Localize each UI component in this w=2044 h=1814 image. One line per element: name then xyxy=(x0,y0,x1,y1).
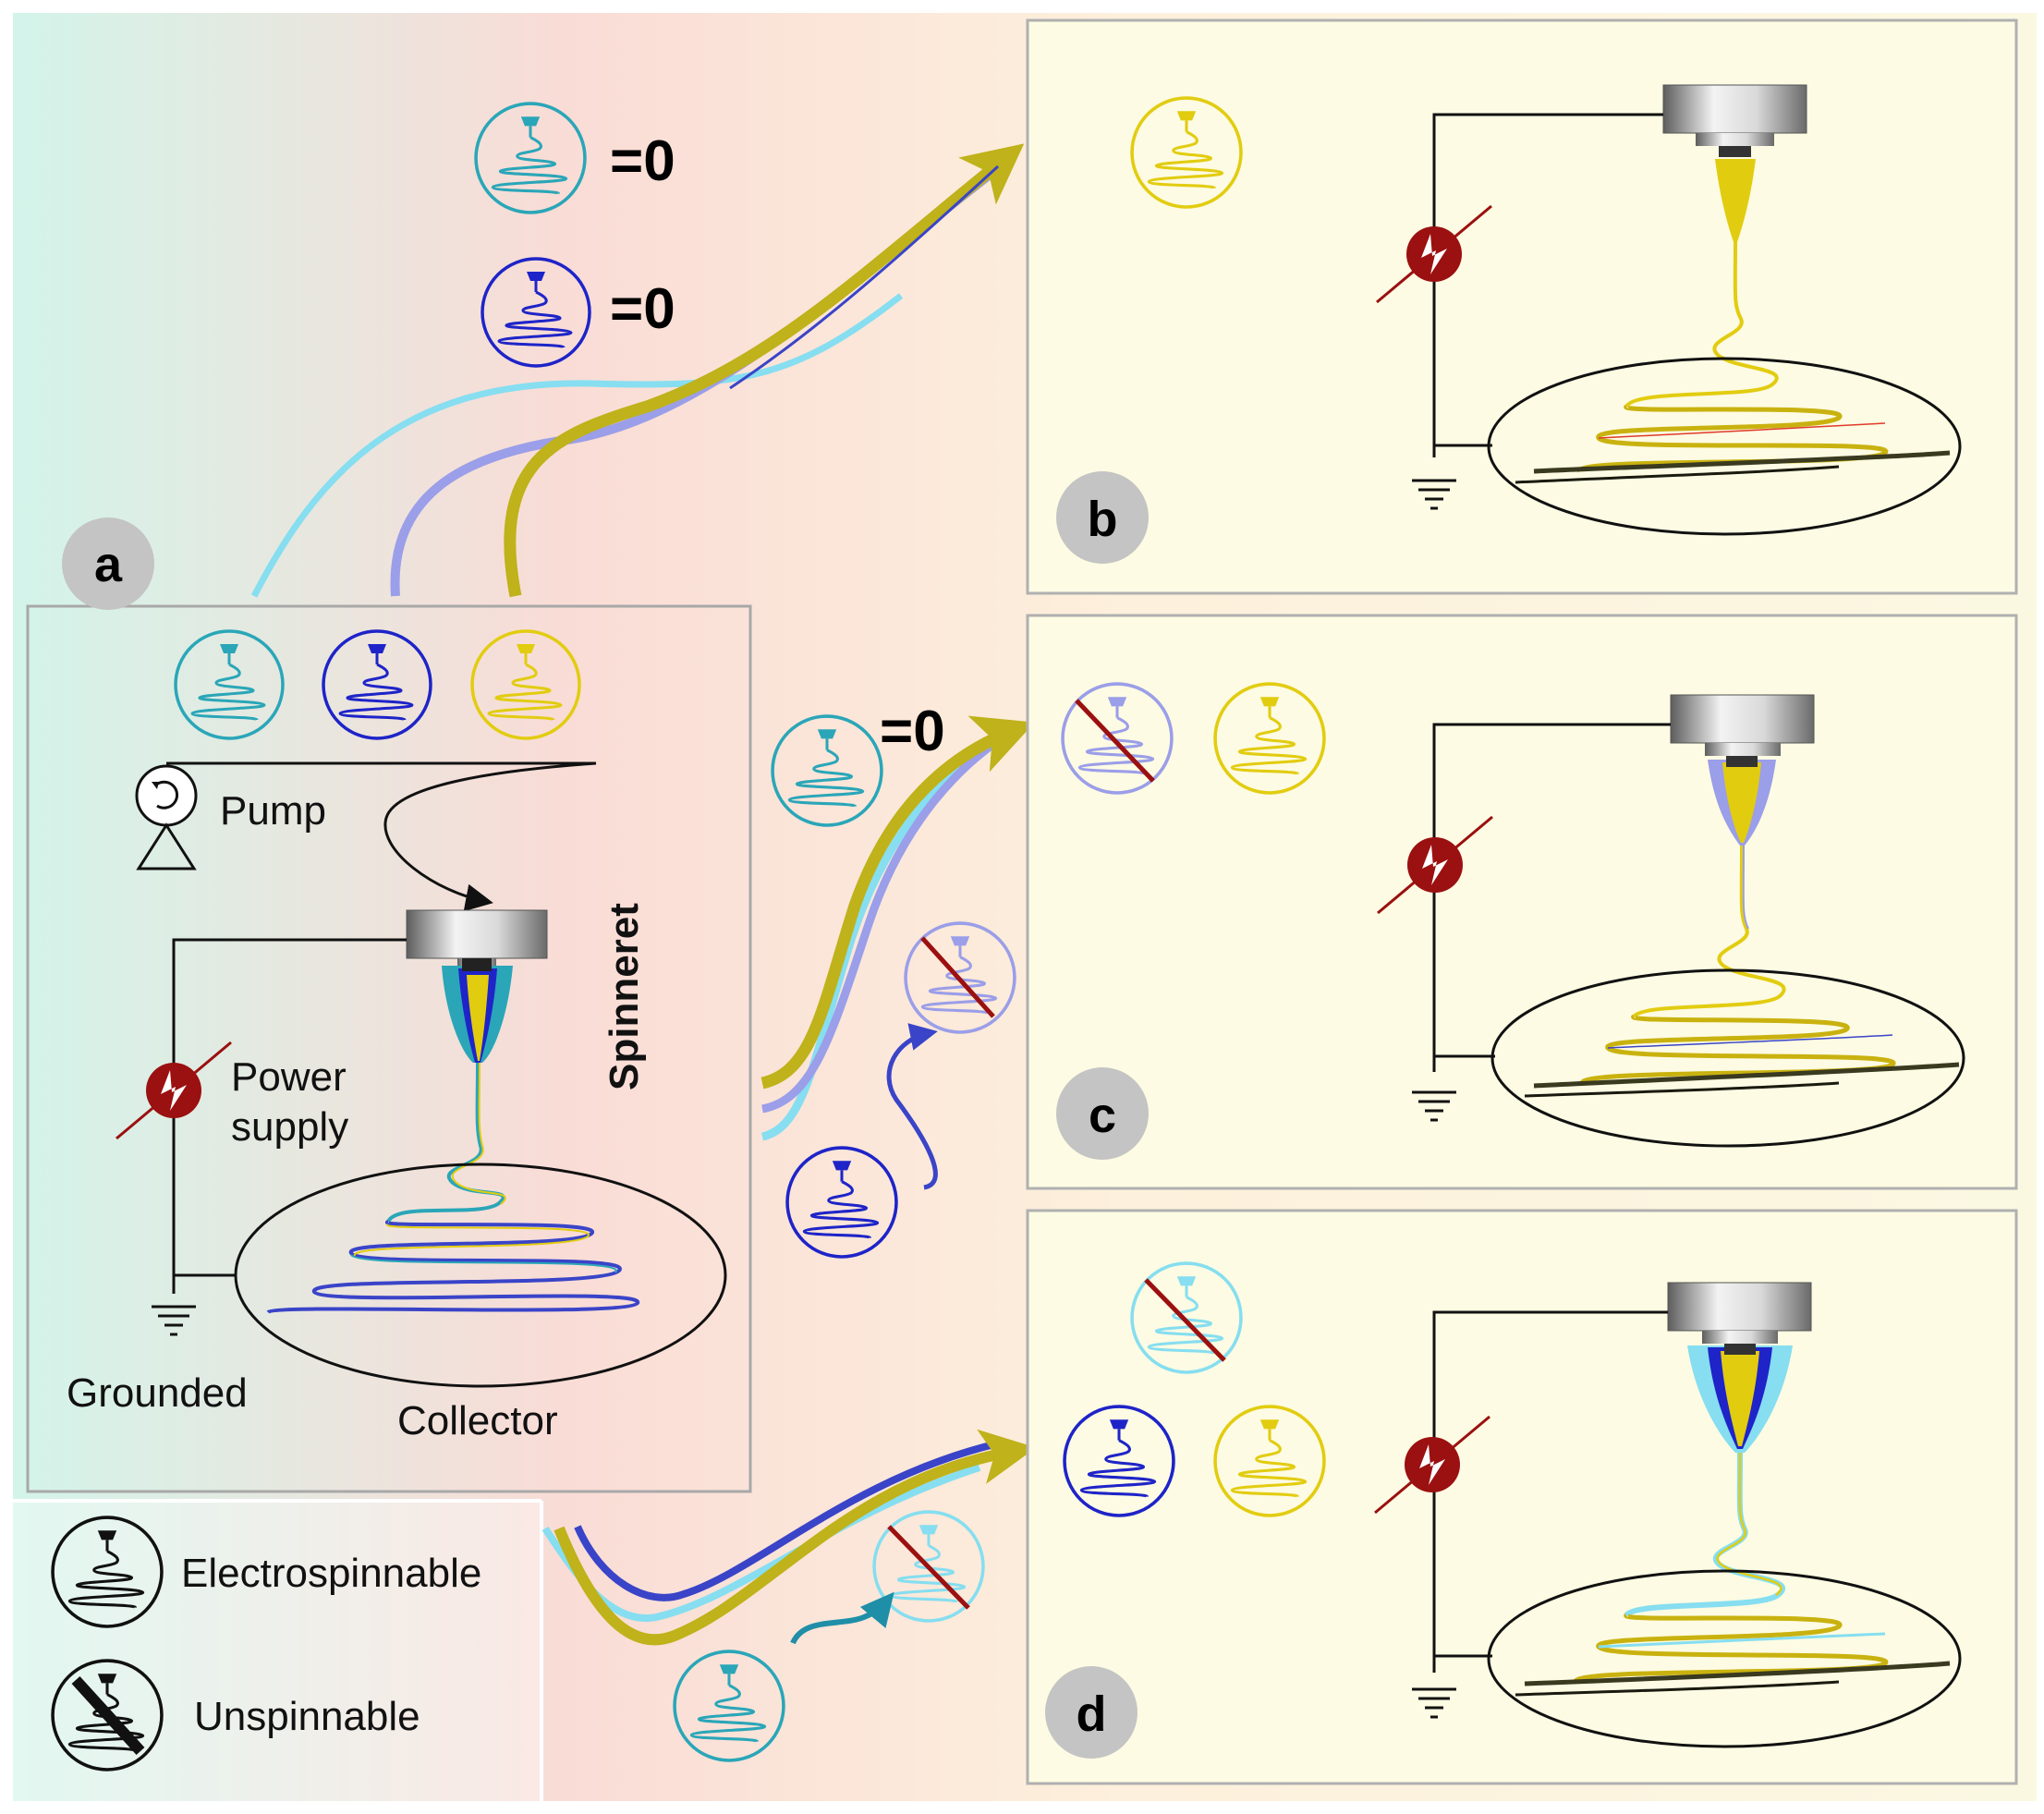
flow-to-panel-b xyxy=(250,143,1025,598)
collector-ellipse xyxy=(234,1163,727,1388)
cyan-conversion-arrow xyxy=(790,1591,894,1645)
panel-b: b xyxy=(1026,18,2018,595)
pump-label: Pump xyxy=(220,788,326,834)
power-label-line2: supply xyxy=(231,1104,348,1150)
panel-d-collector xyxy=(1487,1569,1962,1748)
collector-label: Collector xyxy=(397,1398,558,1443)
jet-yellow xyxy=(451,1062,506,1205)
panel-d-fiber-mat xyxy=(1515,1613,1951,1697)
panel-c-frame xyxy=(1026,614,2018,1190)
spinneret-nozzle xyxy=(406,909,548,1063)
panel-b-nozzle xyxy=(1662,84,1807,242)
panel-d: d xyxy=(1026,1209,2018,1785)
flow-to-panel-c xyxy=(760,715,1035,1141)
panel-d-badge xyxy=(1045,1666,1138,1759)
unspinnable-lavender-icon-flow xyxy=(904,921,1016,1034)
panel-b-badge-label: b xyxy=(1088,492,1118,547)
legend-electrospinnable: Electrospinnable xyxy=(181,1551,481,1596)
panel-a: Pump Spinneret Power supply Grounded Co xyxy=(26,517,752,1493)
panel-c-unspinnable-lavender-icon xyxy=(1061,682,1174,795)
panel-d-wire xyxy=(1432,1310,1668,1673)
fiber-mat xyxy=(266,1220,640,1314)
pump-icon xyxy=(135,764,198,870)
feed-arrow xyxy=(383,761,597,912)
flow-to-panel-d xyxy=(541,1429,1037,1646)
panel-c-nozzle xyxy=(1670,694,1815,846)
panel-c-wire xyxy=(1432,723,1671,1072)
panel-c-badge xyxy=(1056,1067,1149,1160)
panel-c-badge-label: c xyxy=(1089,1088,1116,1143)
panel-b-fiber-mat xyxy=(1515,404,1951,484)
panel-b-collector xyxy=(1487,357,1962,536)
unspinnable-light-cyan-icon-flow xyxy=(872,1510,985,1623)
panel-a-badge-label: a xyxy=(94,537,123,592)
panel-c-fiber-mat xyxy=(1524,1014,1960,1098)
panel-c: c xyxy=(1026,614,2018,1190)
panel-d-nozzle xyxy=(1667,1282,1812,1453)
blue-conversion-arrow xyxy=(886,1023,938,1190)
circuit-wire xyxy=(172,938,407,1294)
grounded-label: Grounded xyxy=(67,1370,248,1416)
panel-b-frame xyxy=(1026,18,2018,595)
panel-d-frame xyxy=(1026,1209,2018,1785)
power-label-line1: Power xyxy=(231,1054,347,1100)
panel-b-badge xyxy=(1056,471,1149,564)
unspinnable-icon xyxy=(51,1659,164,1771)
eq-zero-middle: =0 xyxy=(880,700,945,763)
panel-b-jet xyxy=(1624,241,1779,408)
spinneret-label: Spinneret xyxy=(602,903,647,1090)
jet-cyan xyxy=(386,1062,505,1224)
panel-d-unspinnable-light-cyan-icon xyxy=(1130,1261,1243,1374)
panel-b-wire xyxy=(1432,113,1663,457)
legend: Electrospinnable Unspinnable xyxy=(13,1499,543,1801)
eq-zero-top-2: =0 xyxy=(610,277,675,341)
panel-a-badge xyxy=(62,517,154,610)
eq-zero-top-1: =0 xyxy=(610,129,675,193)
legend-unspinnable: Unspinnable xyxy=(194,1694,420,1739)
panel-d-badge-label: d xyxy=(1077,1686,1107,1742)
panel-c-collector xyxy=(1490,968,1965,1148)
panel-a-frame xyxy=(26,604,752,1493)
legend-box xyxy=(13,1501,541,1801)
